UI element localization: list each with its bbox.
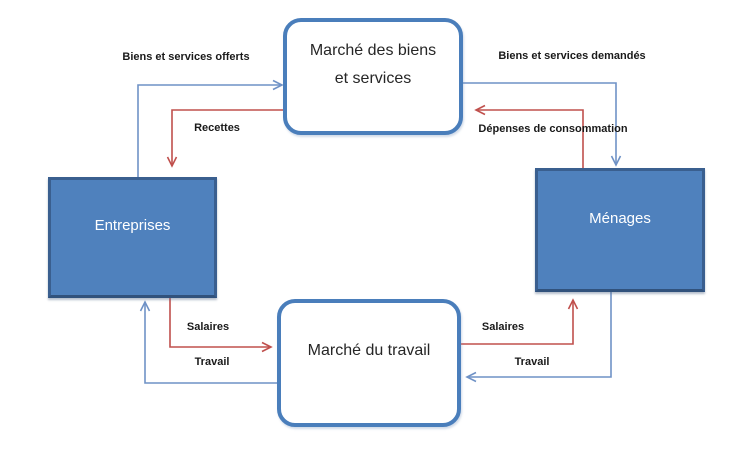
edge-label-travail-left: Travail xyxy=(194,356,230,368)
node-market-goods: Marché des biens et services xyxy=(283,18,463,135)
edge-label-goods-demanded: Biens et services demandés xyxy=(498,50,646,62)
edge-label-recettes: Recettes xyxy=(194,122,240,134)
arrow-salaires-right xyxy=(461,298,579,345)
node-market-goods-label: Marché des biens et services xyxy=(309,41,437,87)
arrow-salaires-left xyxy=(169,298,273,353)
node-market-labor: Marché du travail xyxy=(277,299,461,427)
edge-label-travail-right: Travail xyxy=(514,356,550,368)
node-menages-label: Ménages xyxy=(589,209,651,227)
node-entreprises-label: Entreprises xyxy=(94,217,171,234)
arrow-travail-right xyxy=(465,292,612,383)
node-entreprises: Entreprises xyxy=(48,177,217,298)
edge-label-salaires-right: Salaires xyxy=(481,321,525,333)
edge-label-depenses: Dépenses de consommation xyxy=(478,123,628,135)
arrow-depenses xyxy=(474,104,584,168)
node-menages: Ménages xyxy=(535,168,705,292)
arrow-travail-left xyxy=(139,300,277,384)
arrow-goods-demanded xyxy=(463,82,622,167)
arrow-recettes xyxy=(166,109,283,168)
edge-label-goods-offered: Biens et services offerts xyxy=(122,51,250,63)
arrow-goods-offered xyxy=(137,79,284,177)
node-market-labor-label: Marché du travail xyxy=(307,342,431,359)
edge-label-salaires-left: Salaires xyxy=(186,321,230,333)
